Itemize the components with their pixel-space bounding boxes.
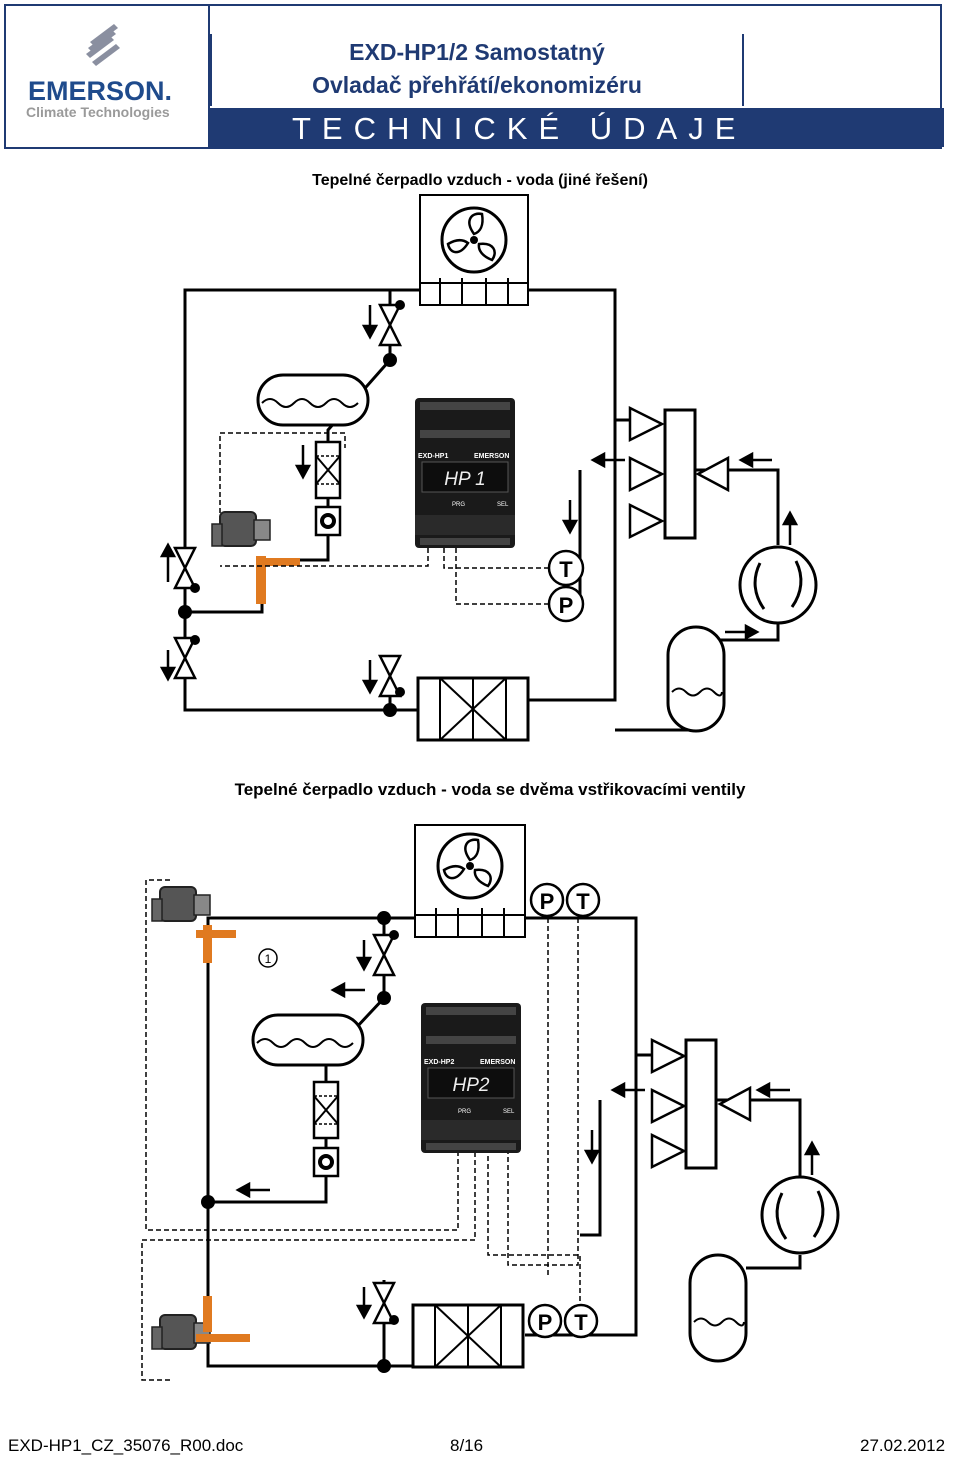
d1-model-label: EXD-HP1 (418, 453, 448, 460)
d2-brand-label: EMERSON (480, 1059, 515, 1066)
emerson-logo-icon (86, 24, 120, 66)
logo-wordmark: EMERSON. (28, 76, 173, 106)
doc-title: EXD-HP1/2 Samostatný (349, 39, 605, 65)
d1-sensor-p: P (559, 593, 574, 618)
title-box: EXD-HP1/2 Samostatný Ovladač přehřátí/ek… (210, 34, 744, 106)
d2-sensor-t-bottom: T (574, 1310, 588, 1335)
d1-sel-label: SEL (497, 502, 509, 508)
logo-subtitle: Climate Technologies (26, 104, 170, 120)
d2-prg-label: PRG (458, 1109, 471, 1115)
d2-sensor-t-top: T (576, 889, 590, 914)
d2-controller: EXD-HP2 EMERSON HP2 PRG SEL (421, 1003, 521, 1153)
d2-sensor-p-bottom: P (538, 1310, 553, 1335)
d2-model-label: EXD-HP2 (424, 1059, 454, 1066)
diagram2-caption: Tepelné čerpadlo vzduch - voda se dvěma … (234, 780, 746, 799)
section-band: TECHNICKÉ ÚDAJE (210, 108, 944, 147)
footer-date: 27.02.2012 (860, 1436, 946, 1455)
d1-brand-label: EMERSON (474, 453, 509, 460)
diagram1-caption: Tepelné čerpadlo vzduch - voda (jiné řeš… (312, 172, 648, 189)
logo: EMERSON. Climate Technologies (6, 6, 210, 147)
footer-doc: EXD-HP1_CZ_35076_R00.doc (8, 1436, 244, 1455)
d1-sensor-t: T (559, 557, 573, 582)
section-title: TECHNICKÉ ÚDAJE (292, 111, 747, 146)
d1-display: HP 1 (444, 469, 486, 490)
d2-sensor-p-top: P (540, 889, 555, 914)
d2-sel-label: SEL (503, 1109, 515, 1115)
page-header: EMERSON. Climate Technologies EXD-HP1/2 … (4, 4, 944, 149)
d1-controller: EXD-HP1 EMERSON HP 1 PRG SEL (415, 398, 515, 548)
d2-display: HP2 (453, 1075, 490, 1096)
doc-subtitle: Ovladač přehřátí/ekonomizéru (312, 72, 642, 98)
diagram2: 1 P T P T (141, 824, 840, 1381)
d2-marker: 1 (265, 952, 272, 966)
diagram1: T P EXD-HP1 EMERSON HP 1 PRG SEL (159, 194, 818, 742)
footer-page: 8/16 (450, 1436, 484, 1455)
d1-prg-label: PRG (452, 502, 465, 508)
